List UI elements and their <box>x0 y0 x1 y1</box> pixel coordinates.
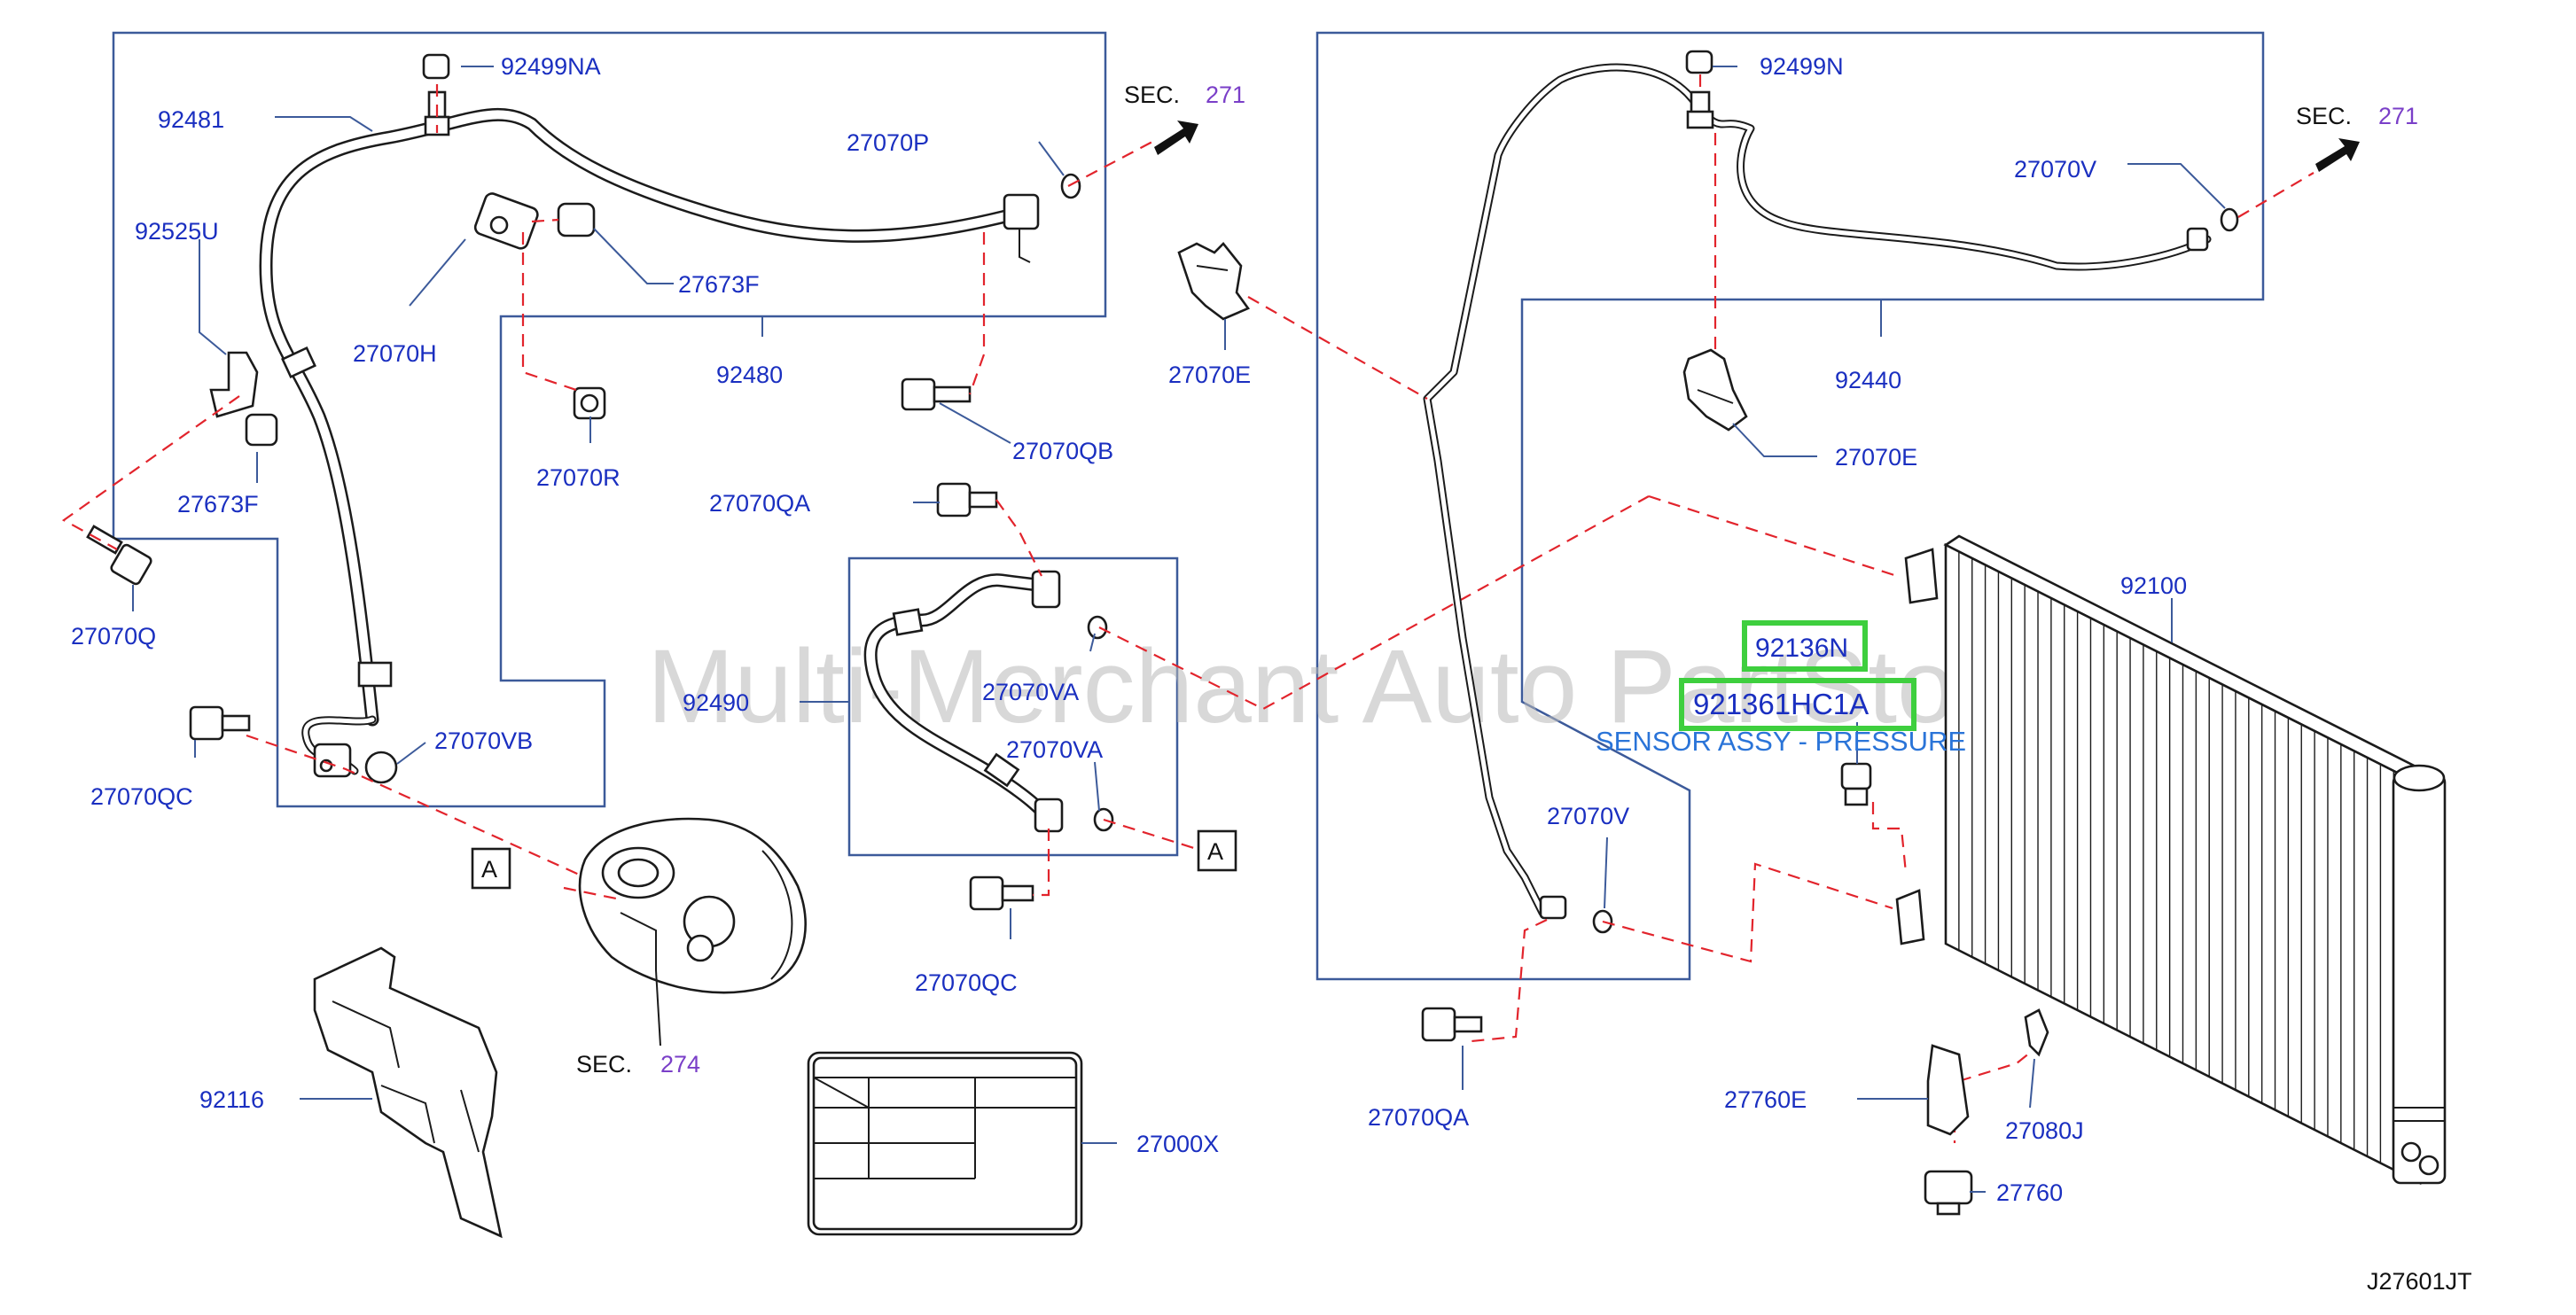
label-27070v-lower: 27070V <box>1547 803 1629 829</box>
label-27070r: 27070R <box>536 464 621 491</box>
bolt-27070q <box>110 543 152 586</box>
label-27070va-lower: 27070VA <box>1006 736 1103 763</box>
service-cap-92499na <box>422 53 450 80</box>
ref-a-right-box <box>1197 829 1237 872</box>
bolt-27070qa-middle <box>936 482 972 517</box>
label-27070h: 27070H <box>353 340 437 367</box>
bolt-27070qa-right <box>1421 1007 1456 1042</box>
label-27673f-upper: 27673F <box>678 271 760 298</box>
label-92116: 92116 <box>199 1086 264 1113</box>
label-27070q: 27070Q <box>71 623 156 650</box>
bushing-27673f-upper <box>557 202 596 237</box>
group-box-left-upper <box>112 31 1107 808</box>
o-ring-27070p <box>1060 173 1081 199</box>
bushing-27673f-lower <box>245 413 278 447</box>
ambient-sensor-27760 <box>1924 1170 1973 1216</box>
label-27070e-left: 27070E <box>1168 362 1251 388</box>
pipe-92440-lower-fitting <box>1539 895 1567 920</box>
label-plate-27000x <box>807 1051 1083 1236</box>
label-27000x: 27000X <box>1136 1131 1219 1157</box>
sec-label-compressor: SEC. <box>576 1051 632 1078</box>
label-92499na: 92499NA <box>501 53 601 80</box>
label-92525u: 92525U <box>135 218 219 245</box>
sec-271-arrow-right <box>2315 138 2360 172</box>
label-27080j: 27080J <box>2005 1117 2084 1144</box>
sec-271-arrow-left <box>1154 121 1198 155</box>
diagram-id: J27601JT <box>2367 1268 2472 1295</box>
label-27673f-lower: 27673F <box>177 491 259 517</box>
label-92440: 92440 <box>1835 367 1901 393</box>
bracket-92525u <box>209 351 259 418</box>
hose-92490-upper-fitting <box>1031 570 1061 609</box>
label-27070va-upper: 27070VA <box>982 679 1079 705</box>
group-box-middle <box>847 556 1179 857</box>
compressor <box>578 817 807 994</box>
clip-27070e-left <box>1177 242 1251 321</box>
o-ring-27070va-upper <box>1087 615 1108 640</box>
service-cap-92499n <box>1685 50 1713 74</box>
label-sensor-assy-pressure: SENSOR ASSY - PRESSURE <box>1596 726 1966 757</box>
hose-92490-lower-fitting <box>1034 798 1064 833</box>
sec-271-right: 271 <box>2378 103 2418 129</box>
label-92480: 92480 <box>716 362 783 388</box>
leader-lines <box>132 66 2226 1193</box>
sec-271-left: 271 <box>1206 82 1245 108</box>
sec-label-right: SEC. <box>2296 103 2352 129</box>
hose-fitting-lower <box>313 743 352 778</box>
pipe-92440-end-fitting <box>2186 227 2209 252</box>
label-27070e-right: 27070E <box>1835 444 1917 471</box>
condenser-92100 <box>1895 534 2447 1186</box>
sec-label-left: SEC. <box>1124 82 1180 108</box>
o-ring-27070vb <box>364 751 398 784</box>
ref-a-left: A <box>481 856 497 883</box>
hose-end-fitting <box>1003 193 1040 230</box>
o-ring-27070v-upper <box>2220 207 2239 232</box>
ref-a-left-box <box>471 847 511 890</box>
bolt-27070qc-left <box>189 705 224 741</box>
clip-27070e-right <box>1682 348 1748 432</box>
label-27070qc-left: 27070QC <box>90 783 193 810</box>
label-92481: 92481 <box>158 106 224 133</box>
label-92136n: 92136N <box>1755 634 1848 663</box>
bolt-27070qc-middle <box>969 875 1004 911</box>
hose-clamp-lower <box>357 661 393 688</box>
pressure-sensor-921361hc1a <box>1840 762 1872 806</box>
label-27760: 27760 <box>1996 1179 2063 1206</box>
label-27070qb: 27070QB <box>1012 438 1113 464</box>
highlight-921361hc1a <box>1679 678 1916 731</box>
label-27760e: 27760E <box>1724 1086 1807 1113</box>
ref-a-right: A <box>1207 838 1223 865</box>
label-27070v-upper: 27070V <box>2014 156 2096 183</box>
label-27070qa-right: 27070QA <box>1368 1104 1469 1131</box>
bracket-92116 <box>313 946 503 1239</box>
label-27070qc-middle: 27070QC <box>915 969 1018 996</box>
label-92490: 92490 <box>683 689 749 716</box>
hose-clamp-upper <box>281 346 316 379</box>
label-27070p: 27070P <box>847 129 929 156</box>
sec-274: 274 <box>660 1051 700 1078</box>
label-921361hc1a: 921361HC1A <box>1693 688 1869 720</box>
label-27070qa-middle: 27070QA <box>709 490 810 517</box>
group-box-right-upper <box>1315 31 2265 981</box>
bolt-27070qb <box>901 377 936 411</box>
label-92499n: 92499N <box>1760 53 1844 80</box>
label-92100: 92100 <box>2120 572 2187 599</box>
label-27070vb: 27070VB <box>434 728 533 754</box>
clip-27080j <box>2024 1008 2049 1057</box>
bracket-27760e <box>1926 1044 1970 1136</box>
highlight-92136n <box>1742 620 1868 672</box>
